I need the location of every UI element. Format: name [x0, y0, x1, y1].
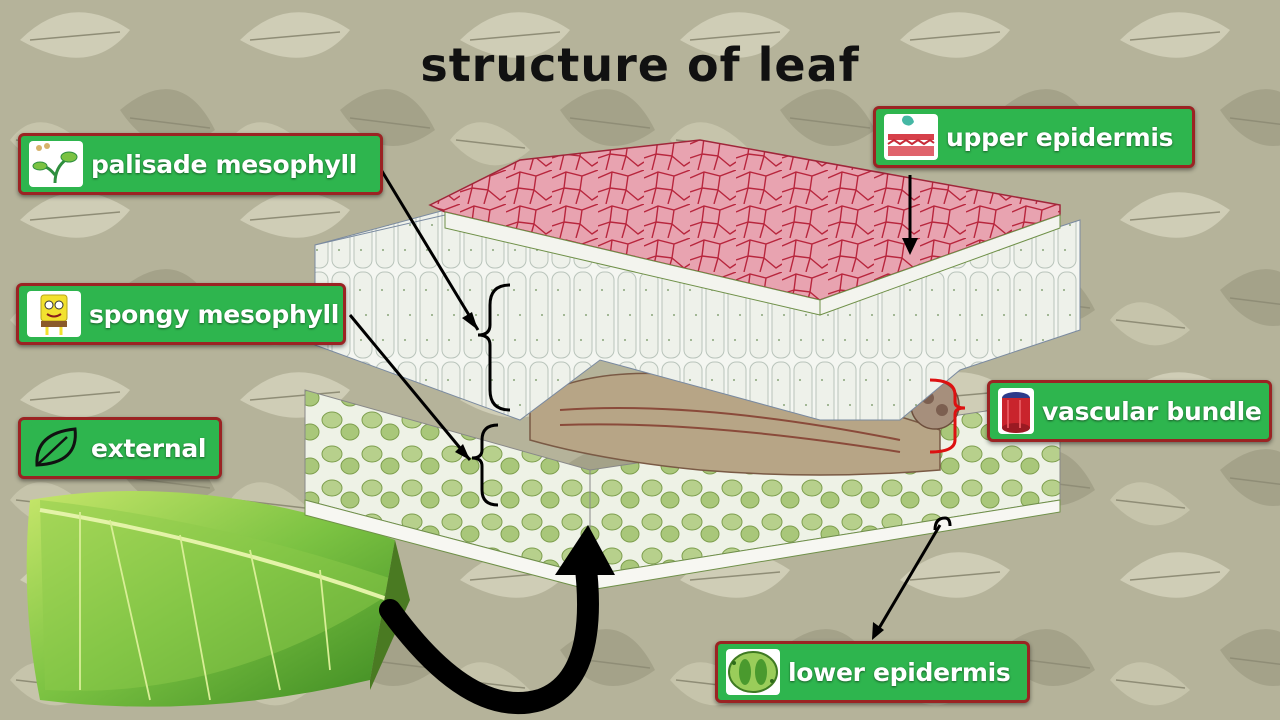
palisade-bracket: [477, 283, 511, 412]
palisade-arrow: [378, 167, 480, 331]
vascular-bracket: [929, 378, 966, 454]
epidermis-layer-icon: [882, 112, 940, 162]
label-text: lower epidermis: [788, 657, 1011, 687]
label-upper-epidermis: upper epidermis: [873, 106, 1195, 168]
leaf-cross-section: [304, 139, 1081, 591]
label-spongy-mesophyll: spongy mesophyll: [16, 283, 346, 345]
spongy-arrow: [348, 314, 472, 461]
label-external: external: [18, 417, 222, 479]
vascular-bundle-icon: [996, 386, 1036, 436]
label-text: spongy mesophyll: [89, 299, 340, 329]
label-text: upper epidermis: [946, 122, 1174, 152]
seedling-icon: [27, 139, 85, 189]
label-palisade-mesophyll: palisade mesophyll: [18, 133, 383, 195]
leaf-icon: [27, 423, 85, 473]
page-title: structure of leaf: [420, 38, 860, 92]
sponge-character-icon: [25, 289, 83, 339]
stomata-icon: [724, 647, 782, 697]
pointer-arrows: [348, 167, 942, 640]
spongy-bracket: [471, 423, 499, 507]
curved-arrow: [379, 525, 615, 715]
label-text: palisade mesophyll: [91, 149, 357, 179]
lower-arrow: [873, 524, 942, 636]
label-text: vascular bundle: [1042, 396, 1262, 426]
label-lower-epidermis: lower epidermis: [715, 641, 1030, 703]
label-vascular-bundle: vascular bundle: [987, 380, 1272, 442]
label-text: external: [91, 433, 207, 463]
lower-bracket: [933, 516, 952, 531]
